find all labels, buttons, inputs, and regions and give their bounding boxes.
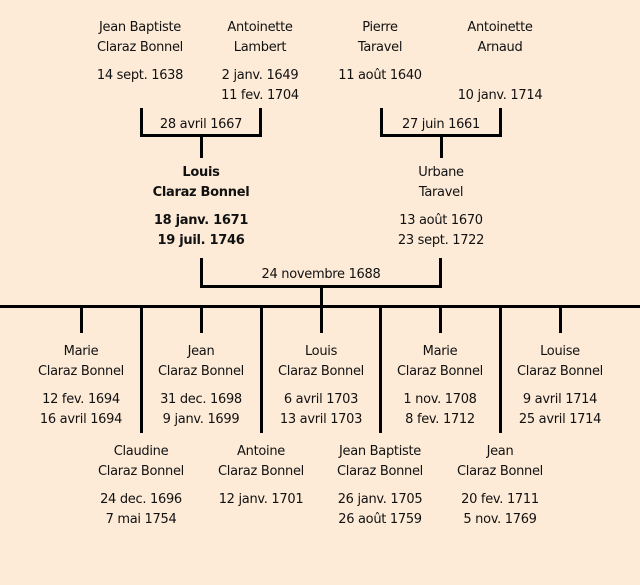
connector-line [499, 305, 502, 433]
birth-date: 9 avril 1714 [522, 392, 598, 407]
last-name: Claraz Bonnel [397, 364, 483, 379]
person-grandfather-maternal: Pierre Taravel 11 août 1640 [320, 18, 440, 106]
first-name: Louis [182, 165, 220, 180]
connector-line [140, 305, 143, 433]
first-name: Jean Baptiste [339, 444, 421, 459]
death-date: 5 nov. 1769 [463, 512, 537, 527]
connector-line [260, 305, 263, 433]
death-date: 26 août 1759 [338, 512, 422, 527]
first-name: Marie [422, 344, 458, 359]
connector-line [439, 258, 442, 287]
birth-date: 6 avril 1703 [283, 392, 359, 407]
person-grandfather-paternal: Jean Baptiste Claraz Bonnel 14 sept. 163… [80, 18, 200, 106]
first-name: Antoine [237, 444, 285, 459]
last-name: Claraz Bonnel [38, 364, 124, 379]
last-name: Claraz Bonnel [457, 464, 543, 479]
connector-line [380, 108, 383, 136]
person-grandmother-paternal: Antoinette Lambert 2 janv. 1649 11 fev. … [200, 18, 320, 106]
connector-line [440, 134, 443, 158]
last-name: Taravel [357, 40, 403, 55]
death-date: 13 avril 1703 [279, 412, 363, 427]
birth-date: 14 sept. 1638 [96, 68, 184, 83]
person-child: Jean Claraz Bonnel 20 fev. 1711 5 nov. 1… [440, 442, 560, 530]
death-date: 9 janv. 1699 [162, 412, 240, 427]
death-date: 10 janv. 1714 [457, 88, 543, 103]
death-date: 19 juil. 1746 [157, 233, 245, 248]
person-father: Louis Claraz Bonnel 18 janv. 1671 19 jui… [141, 163, 261, 251]
person-child: Jean Claraz Bonnel 31 dec. 1698 9 janv. … [141, 342, 261, 430]
connector-line [200, 258, 203, 287]
marriage-date-maternal: 27 juin 1661 [402, 117, 480, 132]
first-name: Claudine [113, 444, 169, 459]
person-grandmother-maternal: Antoinette Arnaud 10 janv. 1714 [440, 18, 560, 106]
last-name: Claraz Bonnel [517, 364, 603, 379]
marriage-date-paternal: 28 avril 1667 [159, 117, 243, 132]
first-name: Louise [540, 344, 580, 359]
last-name: Lambert [233, 40, 287, 55]
person-child: Claudine Claraz Bonnel 24 dec. 1696 7 ma… [81, 442, 201, 530]
first-name: Pierre [362, 20, 398, 35]
death-date: 11 fev. 1704 [221, 88, 299, 103]
person-child: Louise Claraz Bonnel 9 avril 1714 25 avr… [500, 342, 620, 430]
death-date [80, 86, 200, 106]
person-child: Antoine Claraz Bonnel 12 janv. 1701 [201, 442, 321, 530]
last-name: Claraz Bonnel [337, 464, 423, 479]
birth-date: 1 nov. 1708 [403, 392, 477, 407]
connector-line [439, 305, 442, 333]
birth-date: 26 janv. 1705 [337, 492, 423, 507]
first-name: Jean [486, 444, 514, 459]
connector-line [499, 108, 502, 136]
connector-line [200, 134, 203, 158]
person-child: Louis Claraz Bonnel 6 avril 1703 13 avri… [261, 342, 381, 430]
birth-date: 12 fev. 1694 [42, 392, 120, 407]
first-name: Jean Baptiste [99, 20, 181, 35]
birth-date: 11 août 1640 [338, 68, 422, 83]
person-child: Marie Claraz Bonnel 1 nov. 1708 8 fev. 1… [380, 342, 500, 430]
birth-date: 12 janv. 1701 [218, 492, 304, 507]
person-child: Marie Claraz Bonnel 12 fev. 1694 16 avri… [21, 342, 141, 430]
person-mother: Urbane Taravel 13 août 1670 23 sept. 172… [381, 163, 501, 251]
birth-date: 20 fev. 1711 [461, 492, 539, 507]
first-name: Marie [63, 344, 99, 359]
death-date [201, 510, 321, 530]
last-name: Claraz Bonnel [97, 40, 183, 55]
death-date: 25 avril 1714 [518, 412, 602, 427]
last-name: Claraz Bonnel [98, 464, 184, 479]
last-name: Claraz Bonnel [158, 364, 244, 379]
death-date [320, 86, 440, 106]
connector-line [320, 305, 323, 333]
last-name: Taravel [418, 185, 464, 200]
first-name: Louis [304, 344, 338, 359]
first-name: Urbane [418, 165, 464, 180]
birth-date: 18 janv. 1671 [153, 213, 249, 228]
last-name: Claraz Bonnel [218, 464, 304, 479]
marriage-date-parents: 24 novembre 1688 [261, 267, 381, 282]
connector-line [200, 305, 203, 333]
birth-date [440, 66, 560, 86]
death-date: 8 fev. 1712 [405, 412, 475, 427]
birth-date: 2 janv. 1649 [221, 68, 299, 83]
birth-date: 24 dec. 1696 [100, 492, 182, 507]
last-name: Claraz Bonnel [152, 185, 250, 200]
first-name: Antoinette [467, 20, 533, 35]
death-date: 23 sept. 1722 [397, 233, 485, 248]
connector-line [559, 305, 562, 333]
connector-line [379, 305, 382, 433]
connector-line [320, 285, 323, 307]
death-date: 7 mai 1754 [105, 512, 177, 527]
first-name: Antoinette [227, 20, 293, 35]
last-name: Claraz Bonnel [278, 364, 364, 379]
first-name: Jean [187, 344, 215, 359]
connector-line [140, 108, 143, 136]
birth-date: 31 dec. 1698 [160, 392, 242, 407]
last-name: Arnaud [477, 40, 523, 55]
connector-line [80, 305, 83, 333]
connector-line [259, 108, 262, 136]
death-date: 16 avril 1694 [39, 412, 123, 427]
person-child: Jean Baptiste Claraz Bonnel 26 janv. 170… [320, 442, 440, 530]
birth-date: 13 août 1670 [399, 213, 483, 228]
